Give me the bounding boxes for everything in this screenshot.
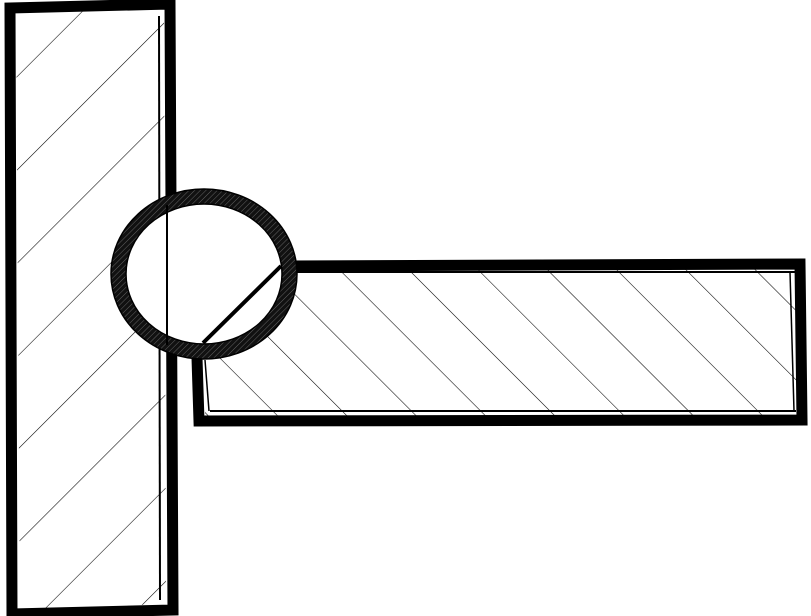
ring-interior	[120, 198, 288, 350]
ring-diagonal-line	[201, 264, 283, 345]
vertical-plate-outline	[4, 0, 179, 616]
horizontal-plate-outline	[191, 258, 808, 427]
circular-ring	[110, 188, 298, 360]
horizontal-plate-hatch	[205, 266, 800, 418]
horizontal-plate-right-inner-edge	[789, 271, 795, 412]
vertical-plate-hatch	[16, 9, 166, 609]
horizontal-plate-left-inner-edge	[204, 359, 210, 412]
ring-body	[110, 188, 298, 360]
horizontal-plate	[191, 258, 808, 427]
